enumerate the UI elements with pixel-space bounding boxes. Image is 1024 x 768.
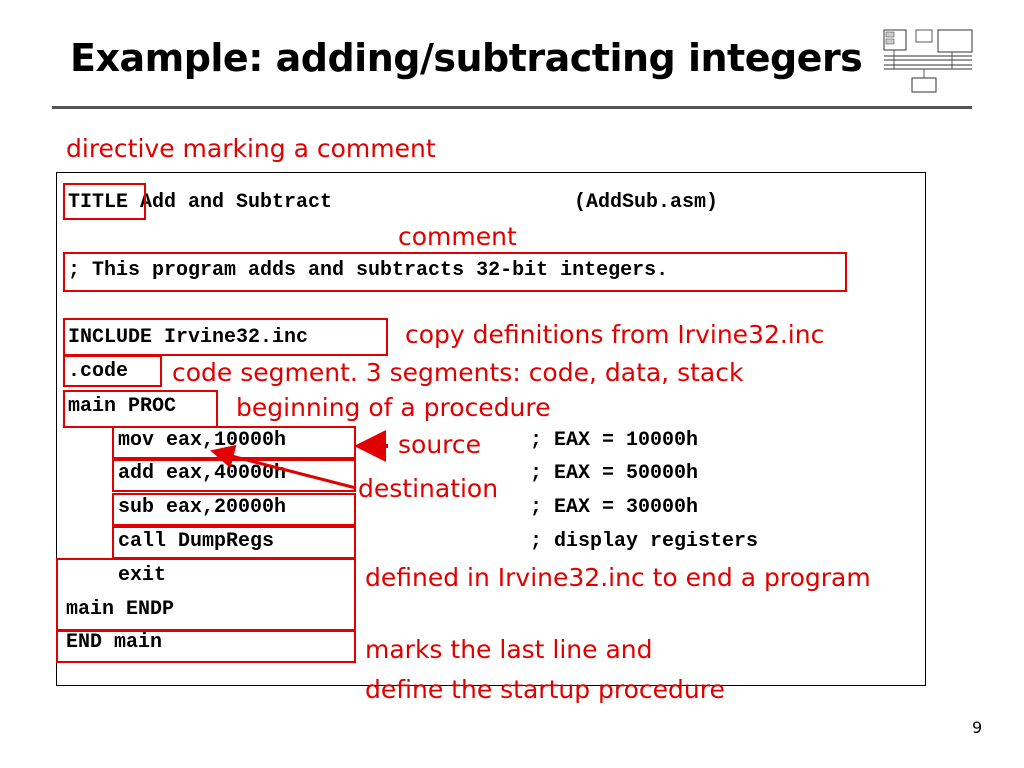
code-instr-mov: mov eax,10000h <box>118 429 287 452</box>
code-listing-box <box>56 172 926 686</box>
destination-arrow <box>210 444 357 490</box>
annotation-procedure: beginning of a procedure <box>236 393 551 422</box>
code-comment-mov: ; EAX = 10000h <box>530 429 699 452</box>
code-exit-line: exit <box>118 564 167 587</box>
code-comment-sub: ; EAX = 30000h <box>530 496 699 519</box>
annotation-directive: directive marking a comment <box>66 134 436 163</box>
highlight-instr-sub <box>112 493 356 526</box>
code-title-file: (AddSub.asm) <box>574 191 719 214</box>
annotation-include: copy definitions from Irvine32.inc <box>405 320 825 349</box>
code-instr-sub: sub eax,20000h <box>118 496 287 519</box>
title-divider <box>52 106 972 109</box>
annotation-comment: comment <box>398 222 517 251</box>
code-endp-line: main ENDP <box>66 598 175 621</box>
annotation-end-line2: define the startup procedure <box>365 675 725 704</box>
highlight-end-line <box>56 629 356 663</box>
highlight-code-segment <box>63 355 162 387</box>
highlight-exit-endp <box>56 558 356 632</box>
code-title-keyword: TITLE <box>68 191 129 214</box>
code-end-line: END main <box>66 631 163 654</box>
slide-title: Example: adding/subtracting integers <box>70 36 863 80</box>
code-include-line: INCLUDE Irvine32.inc <box>68 326 309 349</box>
code-title-text: Add and Subtract <box>128 191 333 214</box>
highlight-title-directive <box>63 183 146 220</box>
code-comment-line: ; This program adds and subtracts 32-bit… <box>68 259 669 282</box>
annotation-code-segment: code segment. 3 segments: code, data, st… <box>172 358 744 387</box>
code-instr-add: add eax,40000h <box>118 462 287 485</box>
annotation-source: source <box>398 430 482 459</box>
annotation-destination: destination <box>358 474 499 503</box>
code-instr-call: call DumpRegs <box>118 530 275 553</box>
page-number: 9 <box>972 718 983 737</box>
annotation-exit: defined in Irvine32.inc to end a program <box>365 563 871 592</box>
computer-architecture-diagram-icon <box>882 28 974 96</box>
code-comment-add: ; EAX = 50000h <box>530 462 699 485</box>
code-comment-call: ; display registers <box>530 530 759 553</box>
highlight-comment-line <box>63 252 847 292</box>
code-segment-line: .code <box>68 360 129 383</box>
code-proc-line: main PROC <box>68 395 177 418</box>
highlight-include-line <box>63 318 388 356</box>
annotation-end-line1: marks the last line and <box>365 635 653 664</box>
